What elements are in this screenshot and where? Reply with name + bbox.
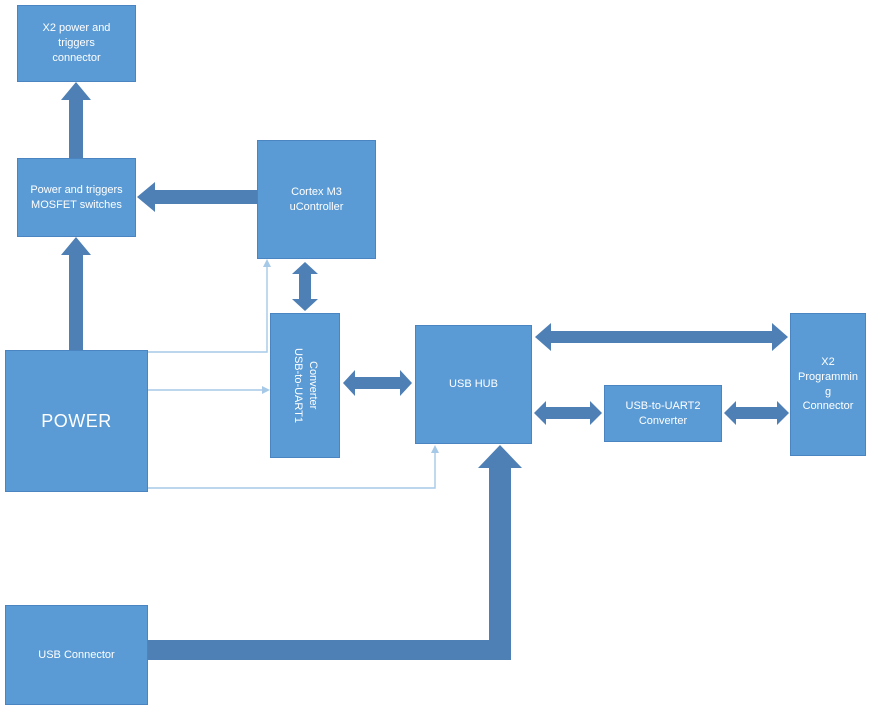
double-arrow-usbhub-x2programming <box>535 323 788 351</box>
block-label: Cortex M3 uController <box>290 185 344 215</box>
label-line: Converter <box>306 361 319 410</box>
thin-line-power-to-usbhub <box>148 449 436 489</box>
label-line: Connector <box>802 400 854 413</box>
thin-arrowhead-power-to-uart1 <box>262 386 270 394</box>
label-line: USB-to-UART2 <box>625 399 701 412</box>
arrow-power-to-mosfet <box>61 237 91 350</box>
thin-arrowhead-power-to-usbhub <box>431 445 439 453</box>
thin-arrowhead-power-to-cortex <box>263 259 271 267</box>
block-label: USB HUB <box>449 378 498 391</box>
block-label: Power and triggers MOSFET switches <box>30 183 122 213</box>
block-label: X2 Programmin g Connector <box>798 355 858 414</box>
double-arrow-usbhub-uart2 <box>534 401 602 425</box>
block-x2-programming-connector: X2 Programmin g Connector <box>790 313 866 456</box>
block-power-triggers-mosfet-switches: Power and triggers MOSFET switches <box>17 158 136 237</box>
double-arrow-uart1-usbhub <box>343 370 412 396</box>
block-label: USB-to-UART1 Converter <box>290 348 320 423</box>
block-usb-to-uart1-converter: USB-to-UART1 Converter <box>270 313 340 458</box>
label-line: Programmin <box>798 370 858 383</box>
arrow-cortex-to-mosfet <box>137 182 257 212</box>
label-line: X2 power and <box>42 22 111 35</box>
arrow-mosfet-to-x2-connector <box>61 82 91 158</box>
block-power: POWER <box>5 350 148 492</box>
block-cortex-m3-ucontroller: Cortex M3 uController <box>257 140 376 259</box>
label-line: connector <box>52 51 101 64</box>
block-label: X2 power and triggers connector <box>43 21 111 66</box>
label-line: Cortex M3 <box>291 185 342 198</box>
label-line: USB-to-UART1 <box>292 348 304 423</box>
label-line: g <box>824 385 832 398</box>
label-line: triggers <box>58 37 95 50</box>
block-label: POWER <box>41 410 112 431</box>
block-usb-connector: USB Connector <box>5 605 148 705</box>
double-arrow-cortex-uart1 <box>292 262 318 311</box>
block-label: USB-to-UART2 Converter <box>626 399 701 429</box>
double-arrow-uart2-x2programming <box>724 401 789 425</box>
block-usb-to-uart2-converter: USB-to-UART2 Converter <box>604 385 722 442</box>
thin-line-power-to-cortex <box>148 263 268 353</box>
block-label: USB Connector <box>38 648 115 661</box>
block-usb-hub: USB HUB <box>415 325 532 444</box>
block-x2-power-triggers-connector: X2 power and triggers connector <box>17 5 136 82</box>
label-line: Power and triggers <box>30 183 123 196</box>
label-line: X2 <box>821 355 835 368</box>
label-line: uController <box>289 200 344 213</box>
label-line: MOSFET switches <box>31 198 122 211</box>
label-line: Converter <box>638 414 688 427</box>
arrow-usbconnector-to-usbhub <box>148 445 522 660</box>
